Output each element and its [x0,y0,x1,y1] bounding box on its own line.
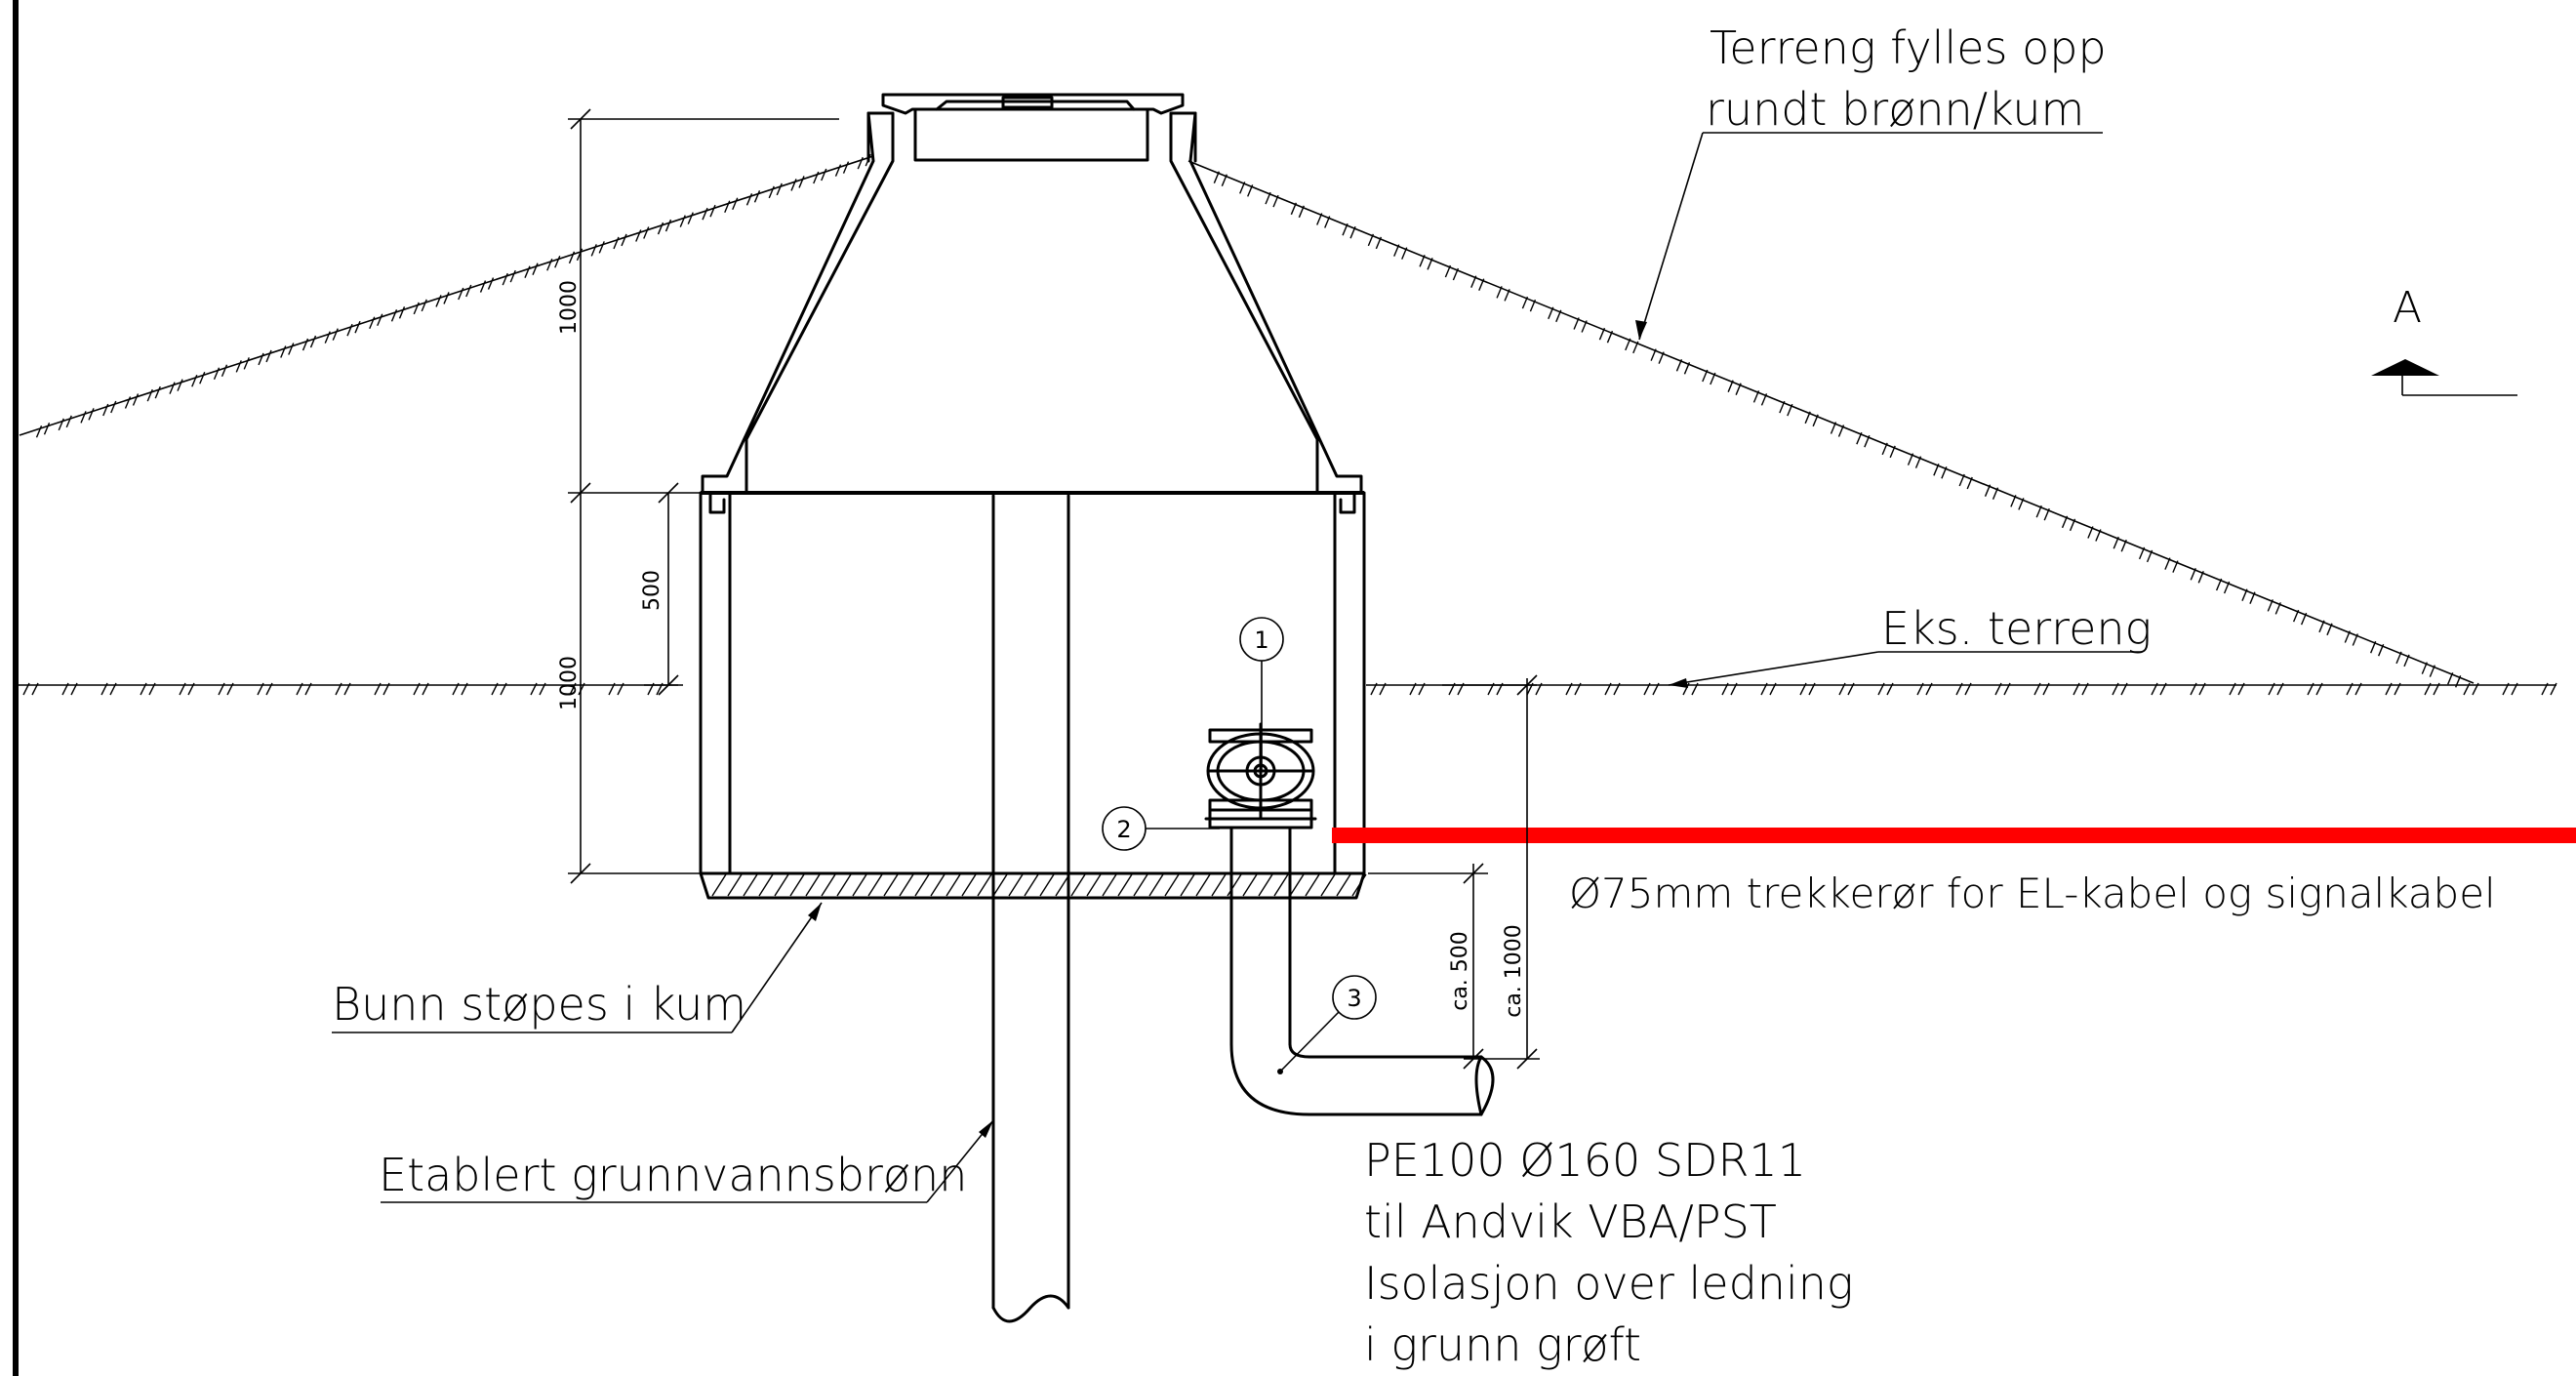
outlet-pipe [1229,826,1495,1116]
leader-groundwater-well [381,1119,994,1203]
callout-1 [1239,617,1284,771]
valve-assembly [1204,722,1317,830]
callout-1-label: 1 [1254,627,1268,654]
fill-slope-right [1187,160,2475,684]
section-marker-a-label: A [2393,283,2422,333]
fill-slope-hatching [35,153,2462,688]
label-pipe-spec-line4: i grunn grøft [1364,1318,1641,1371]
label-existing-terrain: Eks. terreng [1881,602,2152,655]
callout-2-label: 2 [1116,816,1131,843]
label-terrain-fill-line2: rundt brønn/kum [1706,83,2084,136]
callout-2 [1102,806,1220,851]
callout-3 [1279,975,1377,1072]
dimension-trench-depth: ca. 1000 [1502,924,1526,1018]
label-groundwater-well: Etablert grunnvannsbrønn [379,1149,967,1201]
manhole-bottom-slab [699,871,1367,900]
dimension-right [1368,674,1540,1070]
label-cable-pipe: Ø75mm trekkerør for EL-kabel og signalka… [1569,870,2496,917]
dimension-upper-ring: 500 [640,570,664,611]
label-pipe-spec-line3: Isolasjon over ledning [1364,1257,1854,1310]
manhole-chamber [699,93,1367,900]
leader-terrain-fill [1635,132,2103,341]
label-pipe-spec-line1: PE100 Ø160 SDR11 [1364,1134,1806,1187]
dimension-left [568,108,839,884]
section-marker-a [2371,359,2517,396]
groundwater-well-pipe [991,494,1070,1323]
fill-slope-left [19,155,874,436]
callout-3-label: 3 [1347,985,1361,1012]
manhole-lid [881,93,1185,162]
manhole-cone [701,111,1363,514]
label-terrain-fill-line1: Terreng fylles opp [1710,21,2107,74]
dimension-cone-height: 1000 [557,280,582,335]
manhole-walls [699,491,1366,875]
label-bottom-cast: Bunn støpes i kum [332,978,746,1031]
dimension-pipe-depth: ca. 500 [1448,931,1472,1011]
existing-terrain-hatching [22,682,2557,696]
leader-existing-terrain [1668,651,2142,688]
leader-bottom-cast [332,902,823,1033]
dimension-chamber-height: 1000 [557,656,582,710]
label-pipe-spec-line2: til Andvik VBA/PST [1364,1195,1777,1248]
